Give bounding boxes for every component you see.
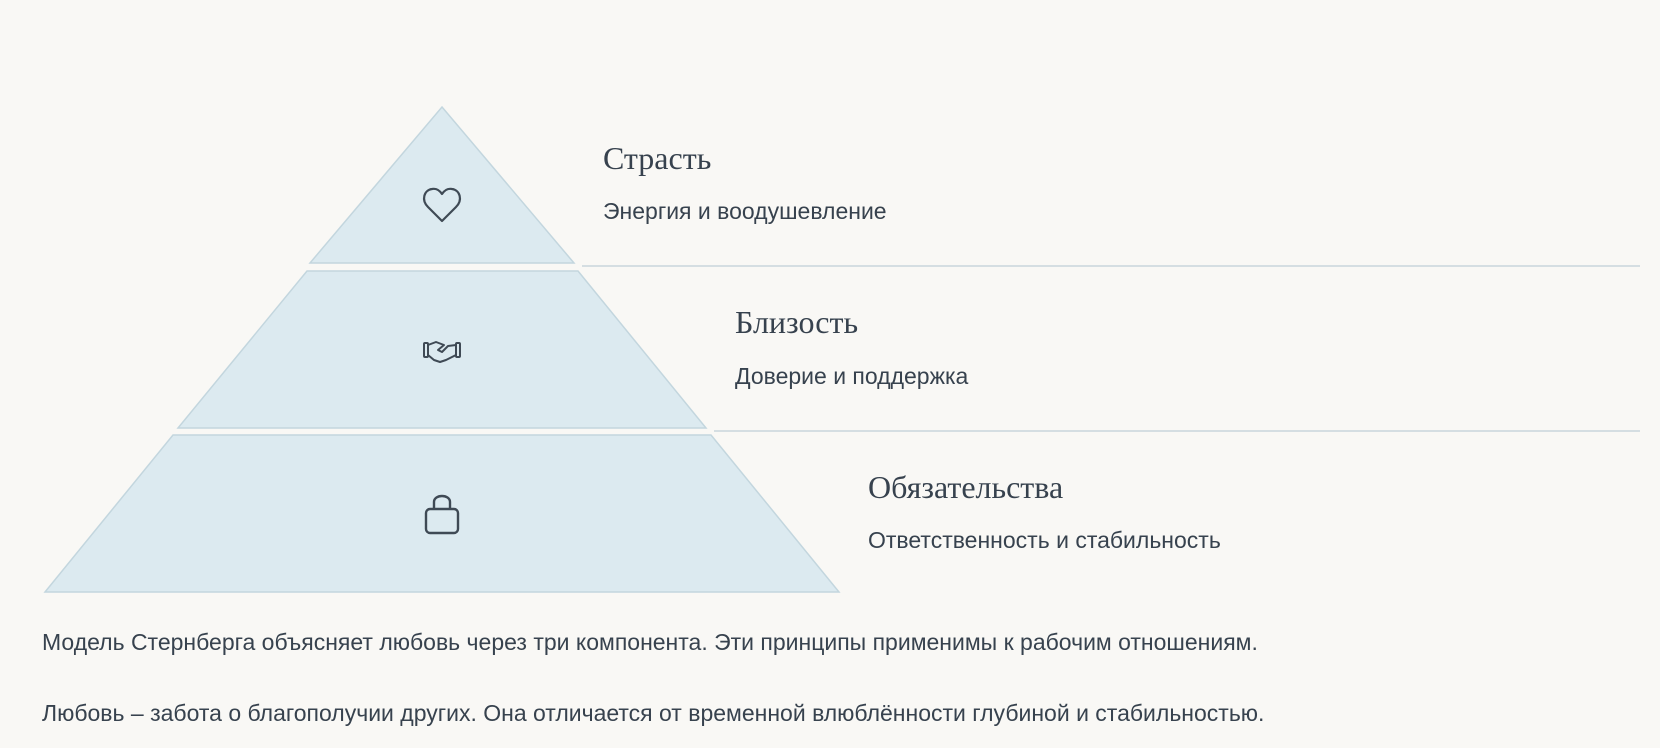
tier-passion-description: Энергия и воодушевление — [603, 198, 887, 224]
tier-commitment-description: Ответственность и стабильность — [868, 527, 1221, 553]
tier-intimacy-shape — [176, 270, 708, 429]
tier-intimacy-title: Близость — [735, 304, 859, 340]
paragraph-love: Любовь – забота о благополучии других. О… — [42, 700, 1265, 726]
tier-passion-title: Страсть — [603, 140, 712, 176]
handshake-icon — [423, 341, 461, 363]
tier-commitment-shape — [43, 434, 841, 593]
lock-icon — [424, 494, 460, 535]
paragraph-model: Модель Стернберга объясняет любовь через… — [42, 629, 1258, 655]
tier-commitment-title: Обязательства — [868, 469, 1064, 505]
tier-intimacy-description: Доверие и поддержка — [735, 363, 969, 389]
tier-passion-shape — [308, 105, 576, 264]
heart-icon — [422, 187, 462, 223]
pyramid — [43, 105, 1640, 593]
